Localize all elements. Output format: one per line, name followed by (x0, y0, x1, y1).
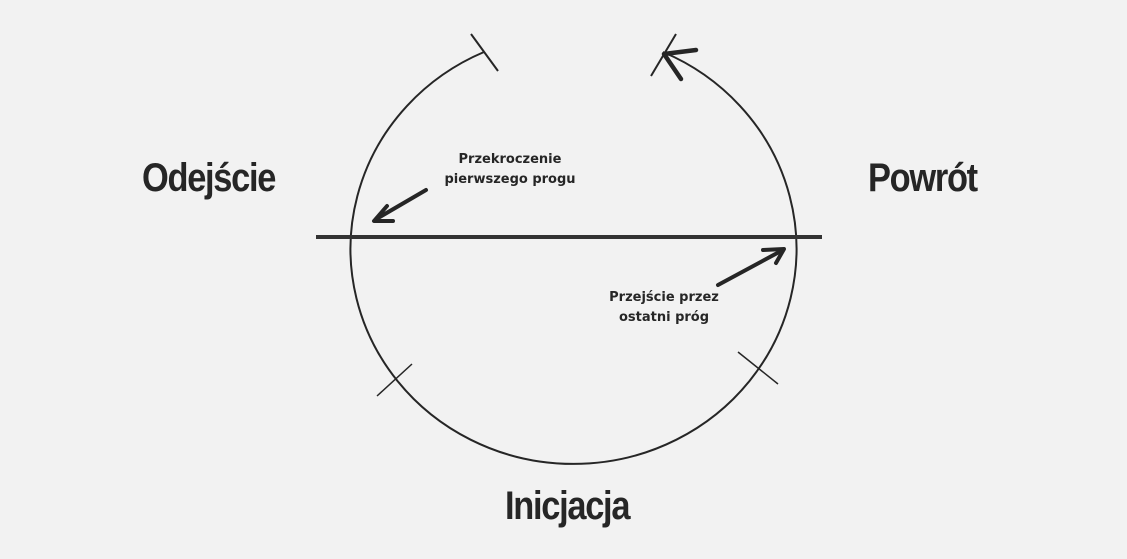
first-threshold-line-1: Przekroczenie (458, 152, 562, 167)
last-threshold-line-2: ostatni próg (618, 310, 710, 325)
stage-return: Powrót (868, 156, 978, 200)
initiation-start-tick (376, 363, 413, 397)
stage-initiation: Inicjacja (505, 484, 630, 528)
cycle-arrowhead-icon (661, 47, 699, 82)
first-threshold-line-2: pierwszego progu (444, 172, 576, 187)
first-threshold-arrow (372, 188, 428, 223)
last-threshold-line-1: Przejście przez (609, 290, 719, 305)
start-tick (470, 33, 499, 72)
stage-departure: Odejście (142, 156, 276, 200)
last-threshold-label: Przejście przez ostatni próg (574, 288, 754, 328)
last-threshold-arrow (716, 247, 786, 287)
journey-cycle-arc (349, 51, 798, 465)
first-threshold-label: Przekroczenie pierwszego progu (420, 150, 600, 190)
initiation-end-tick (737, 351, 779, 385)
